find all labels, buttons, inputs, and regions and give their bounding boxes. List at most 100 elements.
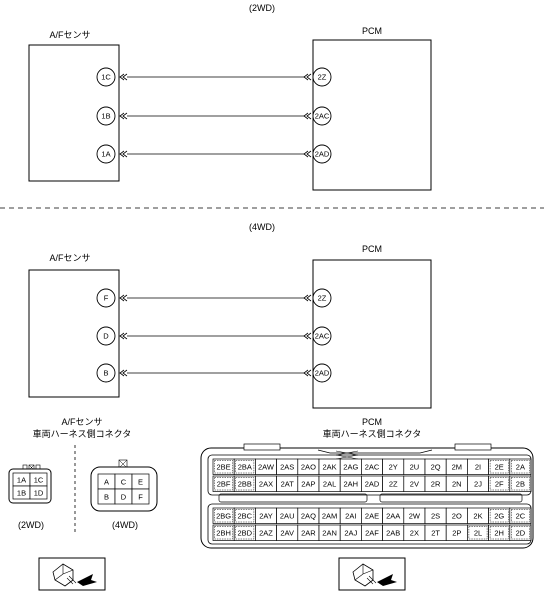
terminal-cell: B bbox=[97, 488, 116, 505]
pcm-connector-mark bbox=[303, 73, 312, 81]
pcm-terminal-label: 2V bbox=[410, 480, 419, 489]
pcm-terminal-label: 2H bbox=[494, 529, 504, 538]
pcm-terminal-label: 2G bbox=[494, 512, 504, 521]
pcm-terminal-label: 2AE bbox=[365, 512, 379, 521]
af-connector-4wd-caption: (4WD) bbox=[112, 520, 138, 530]
pcm-terminal-cell: 2N bbox=[445, 475, 468, 492]
pcm-terminal-cell: 2Z bbox=[382, 475, 405, 492]
pcm-terminal-cell: 2L bbox=[467, 524, 489, 541]
pcm-terminal-cell: 2BE bbox=[212, 458, 235, 475]
pcm-pin-label: 2Z bbox=[318, 73, 327, 82]
pcm-terminal-cell: 2G bbox=[488, 507, 511, 524]
pcm-terminal-label: 2B bbox=[516, 480, 525, 489]
af-connector-subtitle: 車両ハーネス側コネクタ bbox=[33, 428, 132, 439]
pcm-terminal-cell: 2AE bbox=[361, 507, 383, 524]
pcm-terminal-label: 2E bbox=[495, 463, 504, 472]
pcm-label-4wd: PCM bbox=[362, 244, 382, 254]
terminal-label: D bbox=[121, 493, 127, 502]
terminal-cell: A bbox=[97, 473, 116, 490]
pcm-pin-circle bbox=[312, 288, 332, 308]
af-pin-circle bbox=[96, 67, 116, 87]
pcm-terminal-cell: 2AI bbox=[339, 507, 362, 524]
pcm-block-frame bbox=[207, 503, 532, 545]
pcm-terminal-cell: 2Y bbox=[382, 458, 405, 475]
af-pin-circle bbox=[96, 288, 116, 308]
terminal-cell: 1A bbox=[12, 472, 31, 487]
pcm-block-frame bbox=[207, 454, 532, 496]
terminal-cell: 1C bbox=[29, 472, 48, 487]
af-pin-label: 1C bbox=[101, 73, 111, 82]
pcm-pin-circle bbox=[312, 326, 332, 346]
af-connector-mark bbox=[119, 73, 128, 81]
pcm-terminal-cell: 2BB bbox=[233, 475, 256, 492]
pcm-terminal-cell: 2R bbox=[424, 475, 447, 492]
af-connector-2wd-caption: (2WD) bbox=[18, 520, 44, 530]
pcm-terminal-label: 2AH bbox=[344, 480, 359, 489]
af-pin-circle bbox=[96, 144, 116, 164]
pcm-terminal-label: 2AP bbox=[301, 480, 315, 489]
pcm-terminal-cell: 2O bbox=[445, 507, 468, 524]
pcm-terminal-label: 2AC bbox=[365, 463, 380, 472]
pcm-terminal-label: 2BH bbox=[216, 529, 231, 538]
pcm-terminal-cell: 2AM bbox=[318, 507, 341, 524]
terminal-label: E bbox=[138, 478, 143, 487]
pcm-terminal-label: 2AW bbox=[258, 463, 275, 472]
pcm-terminal-label: 2Q bbox=[431, 463, 441, 472]
pcm-terminal-label: 2U bbox=[410, 463, 420, 472]
pcm-connector-latch bbox=[317, 449, 433, 454]
pcm-terminal-cell: 2V bbox=[403, 475, 426, 492]
pcm-terminal-cell: 2AR bbox=[297, 524, 320, 541]
af-pin-label: F bbox=[104, 294, 109, 303]
pcm-terminal-label: 2AZ bbox=[259, 529, 273, 538]
pcm-terminal-cell: 2AW bbox=[255, 458, 277, 475]
terminal-label: B bbox=[104, 493, 109, 502]
af-connector-mark bbox=[119, 294, 128, 302]
pcm-terminal-cell: 2W bbox=[403, 507, 426, 524]
pcm-terminal-label: 2BB bbox=[238, 480, 252, 489]
pcm-pin-circle bbox=[312, 106, 332, 126]
pcm-terminal-label: 2AF bbox=[365, 529, 379, 538]
terminal-label: 1C bbox=[34, 476, 44, 485]
pcm-pin-circle bbox=[312, 67, 332, 87]
pcm-terminal-label: 2AT bbox=[281, 480, 295, 489]
pcm-terminal-cell: 2AS bbox=[276, 458, 299, 475]
pcm-terminal-cell: 2AO bbox=[297, 458, 320, 475]
pcm-box-2wd bbox=[312, 39, 432, 191]
pcm-terminal-cell: 2F bbox=[488, 475, 511, 492]
pcm-terminal-cell: 2AG bbox=[339, 458, 362, 475]
pcm-terminal-label: 2P bbox=[452, 529, 461, 538]
pcm-connector-title: PCM bbox=[362, 417, 382, 427]
pcm-terminal-label: 2BC bbox=[238, 512, 253, 521]
pcm-terminal-label: 2X bbox=[410, 529, 419, 538]
pcm-terminal-cell: 2AZ bbox=[255, 524, 277, 541]
pcm-terminal-cell: 2AV bbox=[276, 524, 299, 541]
caption-2wd: (2WD) bbox=[249, 3, 275, 13]
af-sensor-label-2wd: A/Fセンサ bbox=[49, 30, 90, 40]
af-sensor-label-4wd: A/Fセンサ bbox=[49, 253, 90, 263]
pcm-terminal-cell: 2AP bbox=[297, 475, 320, 492]
terminal-cell: E bbox=[131, 473, 150, 490]
af-connector-title: A/Fセンサ bbox=[61, 417, 102, 427]
pcm-connector-rib bbox=[243, 443, 281, 451]
terminal-cell: 1D bbox=[29, 485, 48, 500]
pcm-terminal-label: 2AO bbox=[301, 463, 316, 472]
af-connector-mark bbox=[119, 112, 128, 120]
pcm-terminal-cell: 2AY bbox=[255, 507, 277, 524]
pcm-pin-label: 2AC bbox=[315, 112, 330, 121]
pcm-terminal-label: 2BF bbox=[217, 480, 231, 489]
pcm-terminal-cell: 2K bbox=[467, 507, 489, 524]
wire-connection: 1C 2Z bbox=[96, 67, 332, 87]
terminal-label: 1A bbox=[17, 476, 26, 485]
pcm-connector-slot bbox=[379, 493, 523, 503]
caption-4wd: (4WD) bbox=[249, 222, 275, 232]
pcm-terminal-cell: 2BC bbox=[233, 507, 256, 524]
af-pin-circle bbox=[96, 326, 116, 346]
pcm-label-2wd: PCM bbox=[362, 26, 382, 36]
pcm-terminal-label: 2N bbox=[452, 480, 462, 489]
